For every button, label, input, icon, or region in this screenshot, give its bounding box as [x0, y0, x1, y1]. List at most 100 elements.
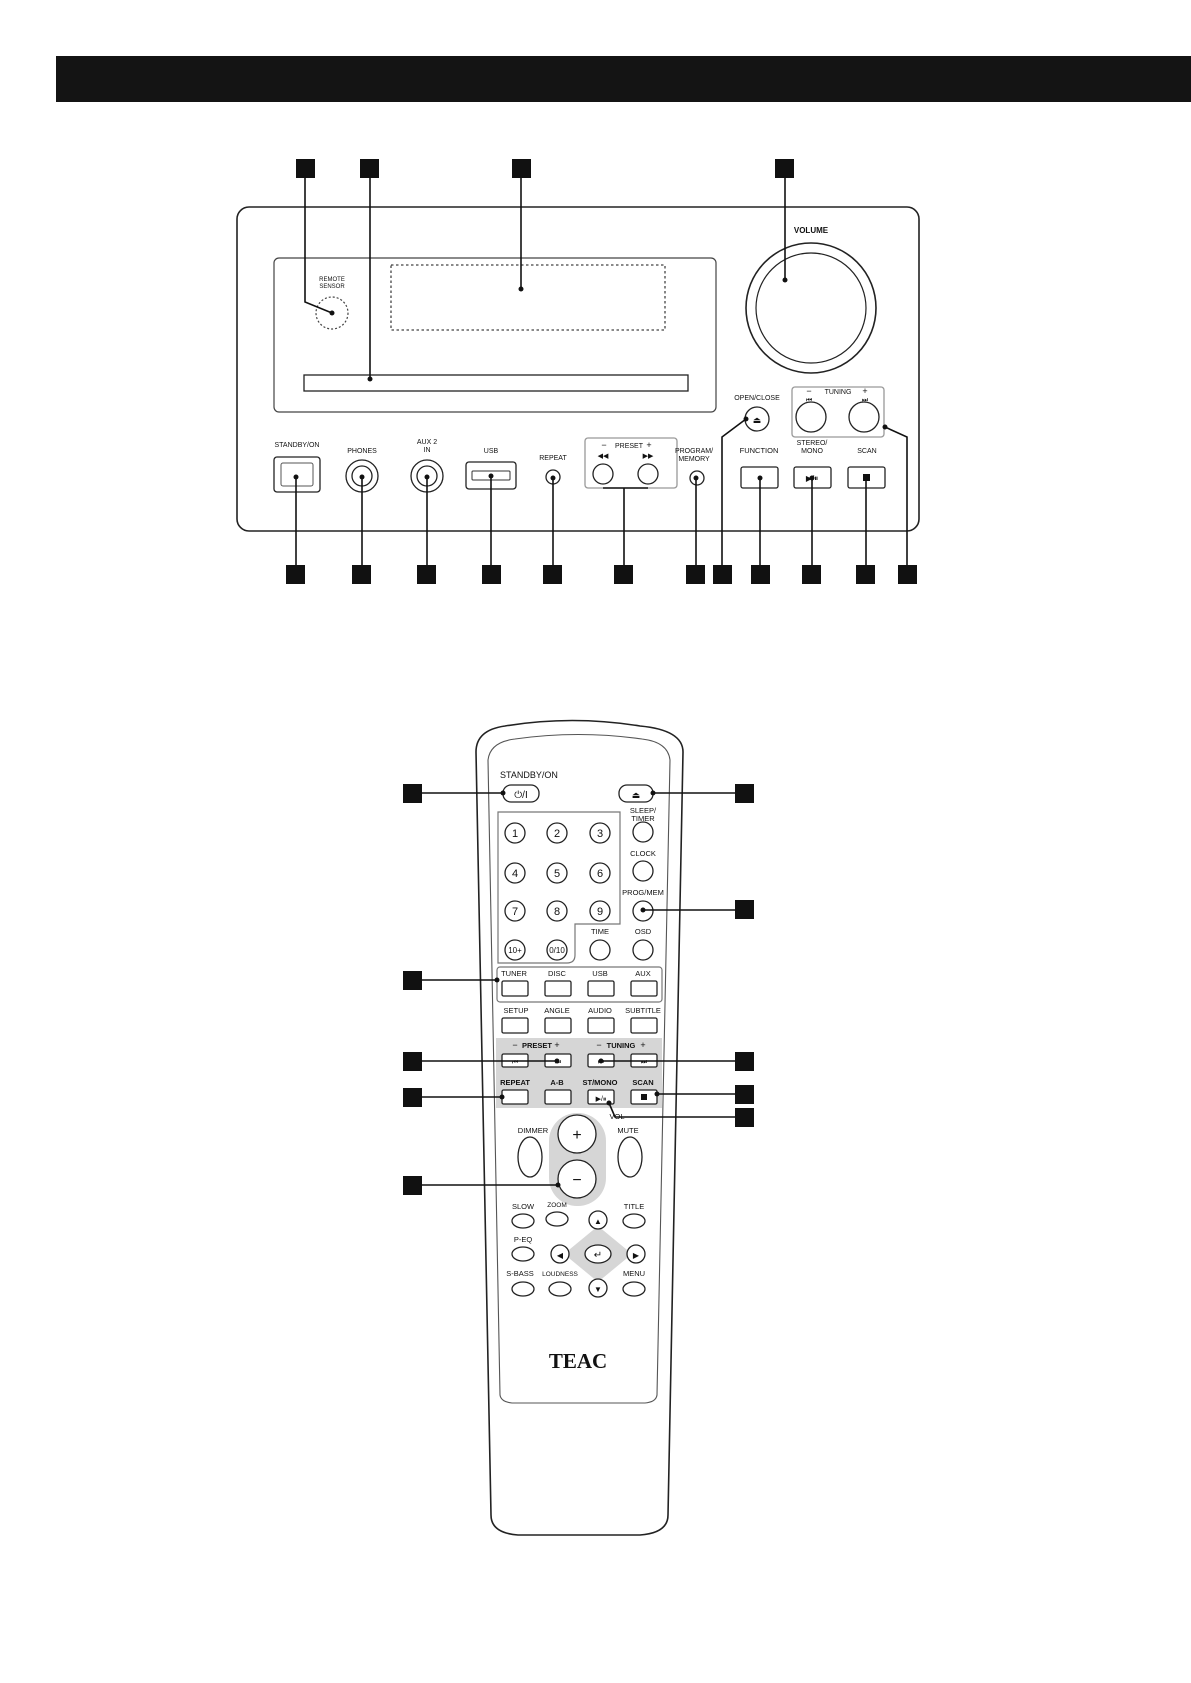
remote-standby-label: STANDBY/ON	[500, 770, 558, 780]
plus-icon: +	[572, 1127, 581, 1144]
number-button-1[interactable]	[504, 822, 526, 844]
remote-sensor	[315, 296, 349, 330]
program-label-2: MEMORY	[678, 456, 710, 463]
menu-button[interactable]	[622, 1281, 646, 1297]
leader-dot	[499, 1094, 505, 1100]
angle-button[interactable]	[544, 1017, 572, 1034]
number-button-0-10[interactable]	[546, 939, 568, 961]
skip-back-icon: ⏮	[806, 397, 812, 404]
leader-dot	[500, 790, 506, 796]
usb-button[interactable]	[587, 980, 615, 997]
nav-left-button[interactable]	[550, 1244, 570, 1264]
leader-line	[721, 418, 747, 565]
remote-face-outline	[487, 733, 671, 1404]
number-button-3[interactable]	[589, 822, 611, 844]
eject-icon: ⏏	[632, 790, 641, 800]
tuning-label: TUNING	[607, 1041, 636, 1050]
callout-marker	[403, 1176, 422, 1195]
play-pause-icon: ▶/⏸	[596, 1096, 607, 1103]
callout-marker	[735, 900, 754, 919]
sbass-button[interactable]	[511, 1281, 535, 1297]
number-button-2[interactable]	[546, 822, 568, 844]
peq-button[interactable]	[511, 1246, 535, 1262]
nav-down-button[interactable]	[588, 1278, 608, 1298]
callout-marker	[898, 565, 917, 584]
disc-slot	[303, 374, 689, 392]
preset-minus-button[interactable]	[592, 463, 614, 485]
nav-right-button[interactable]	[626, 1244, 646, 1264]
leader-dot	[757, 475, 763, 481]
volume-up-button[interactable]	[557, 1114, 597, 1154]
number-button-5[interactable]	[546, 862, 568, 884]
ab-label: A-B	[550, 1078, 564, 1087]
tuner-button[interactable]	[501, 980, 529, 997]
audio-label: AUDIO	[588, 1006, 612, 1015]
front-panel: REMOTE SENSOR VOLUME OPEN/CLOSE ⏏ TUNING…	[236, 206, 920, 532]
leader-line	[608, 1102, 735, 1118]
title-button[interactable]	[622, 1213, 646, 1229]
tuning-minus-button[interactable]	[795, 401, 827, 433]
number-button-9[interactable]	[589, 900, 611, 922]
nav-up-button[interactable]	[588, 1210, 608, 1230]
display-window	[273, 257, 717, 413]
dimmer-button[interactable]	[517, 1136, 543, 1178]
disc-label: DISC	[548, 969, 567, 978]
callout-marker	[735, 1108, 754, 1127]
callout-marker	[543, 565, 562, 584]
setup-button[interactable]	[501, 1017, 529, 1034]
previous-icon: ⏮	[512, 1059, 518, 1066]
preset-plus-button[interactable]	[637, 463, 659, 485]
leader-dot	[494, 977, 500, 983]
leader-dot	[693, 475, 699, 481]
number-label: 9	[597, 906, 603, 918]
clock-label: CLOCK	[630, 849, 656, 858]
number-button-7[interactable]	[504, 900, 526, 922]
time-button[interactable]	[589, 939, 611, 961]
callout-marker	[614, 565, 633, 584]
tuning-label: TUNING	[825, 389, 852, 396]
repeat-button[interactable]	[501, 1089, 529, 1105]
arrow-down-icon: ▼	[594, 1285, 602, 1294]
step-forward-icon: ⏭	[641, 1059, 648, 1066]
ab-button[interactable]	[544, 1089, 572, 1105]
stmono-button[interactable]	[587, 1089, 615, 1105]
number-label: 10+	[508, 946, 522, 955]
time-label: TIME	[591, 927, 609, 936]
title-label: TITLE	[624, 1202, 644, 1211]
mute-button[interactable]	[617, 1136, 643, 1178]
clock-button[interactable]	[632, 860, 654, 882]
callout-marker	[352, 565, 371, 584]
stmono-label: ST/MONO	[583, 1078, 618, 1087]
remote-callouts	[403, 784, 754, 1195]
volume-knob[interactable]	[755, 252, 867, 364]
leader-dot	[809, 475, 815, 481]
sleep-timer-button[interactable]	[632, 821, 654, 843]
enter-button[interactable]	[584, 1244, 612, 1264]
number-button-6[interactable]	[589, 862, 611, 884]
number-label: 0/10	[549, 946, 565, 955]
number-button-8[interactable]	[546, 900, 568, 922]
audio-button[interactable]	[587, 1017, 615, 1034]
callout-marker	[286, 565, 305, 584]
aux-button[interactable]	[630, 980, 658, 997]
volume-down-button[interactable]	[557, 1159, 597, 1199]
loudness-button[interactable]	[548, 1281, 572, 1297]
enter-icon: ↵	[594, 1250, 602, 1261]
slow-button[interactable]	[511, 1213, 535, 1229]
program-label-1: PROGRAM/	[675, 448, 713, 455]
setup-label: SETUP	[503, 1006, 528, 1015]
standby-button[interactable]	[273, 456, 321, 493]
zoom-button[interactable]	[545, 1211, 569, 1227]
preset-minus-label: −	[601, 440, 606, 450]
leader-dot	[555, 1182, 561, 1188]
stereo-label-2: MONO	[801, 448, 823, 455]
tuning-plus-button[interactable]	[848, 401, 880, 433]
stop-icon	[641, 1094, 647, 1100]
subtitle-button[interactable]	[630, 1017, 658, 1034]
disc-button[interactable]	[544, 980, 572, 997]
sleep-label-2: TIMER	[631, 814, 655, 823]
page-header-bar	[56, 56, 1191, 102]
osd-button[interactable]	[632, 939, 654, 961]
number-button-10plus[interactable]	[504, 939, 526, 961]
number-button-4[interactable]	[504, 862, 526, 884]
